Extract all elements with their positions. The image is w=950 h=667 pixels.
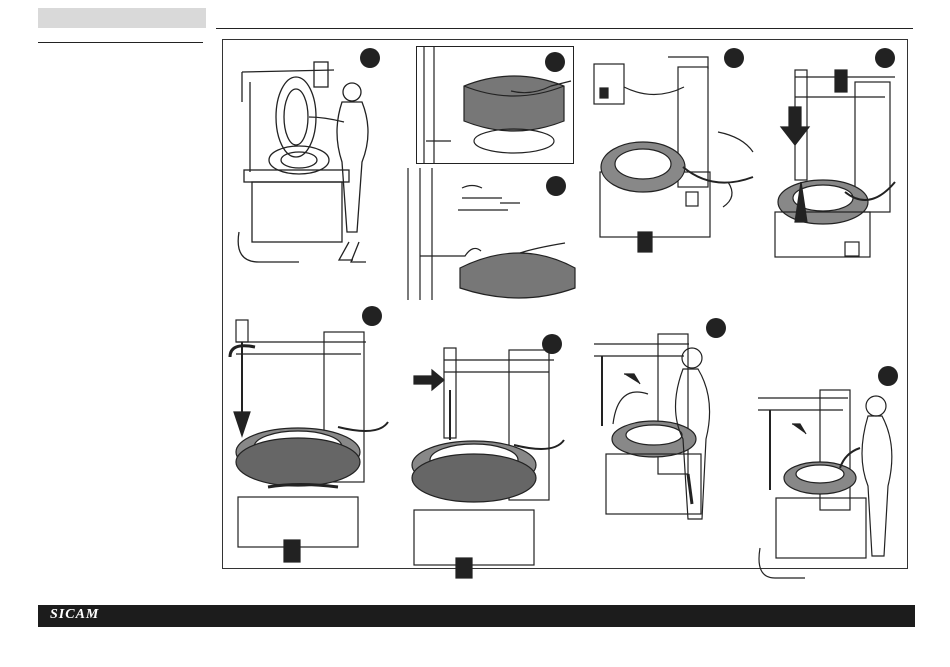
panel-8-inflate-tyre: [588, 314, 738, 554]
step-marker-2: [545, 52, 565, 72]
step-marker-1: [360, 48, 380, 68]
footer-bar: SICAM: [38, 605, 915, 627]
panel-6-rotate-turntable: [228, 302, 396, 564]
panel-2-lubricate-bead: [416, 46, 574, 164]
panel-7-pusher-arm: [404, 330, 574, 582]
step-marker-9: [878, 366, 898, 386]
panel-1-lift-wheel: [224, 42, 404, 272]
illustration-pusher-arm: [404, 330, 574, 582]
sidebar-rule: [38, 42, 203, 43]
panel-3-hook-bead: [400, 168, 580, 300]
illustration-wheel-clamped: [588, 42, 758, 262]
illustration-lift-wheel: [224, 42, 404, 272]
step-marker-5: [875, 48, 895, 68]
header-rule: [216, 28, 913, 29]
panel-5-lower-head: [765, 42, 905, 272]
illustration-inflate-tyre: [588, 314, 738, 554]
illustration-check-pressure: [748, 358, 906, 588]
step-marker-8: [706, 318, 726, 338]
step-marker-7: [542, 334, 562, 354]
illustration-hook-bead: [400, 168, 580, 300]
illustration-lower-head: [765, 42, 905, 272]
illustration-rotate-turntable: [228, 302, 396, 564]
section-tab: [38, 8, 206, 28]
step-marker-4: [724, 48, 744, 68]
illustration-lubricate-bead: [416, 46, 574, 164]
step-marker-6: [362, 306, 382, 326]
panel-9-check-pressure: [748, 358, 906, 588]
step-marker-3: [546, 176, 566, 196]
brand-logo: SICAM: [50, 607, 99, 623]
panel-4-wheel-clamped: [588, 42, 758, 262]
